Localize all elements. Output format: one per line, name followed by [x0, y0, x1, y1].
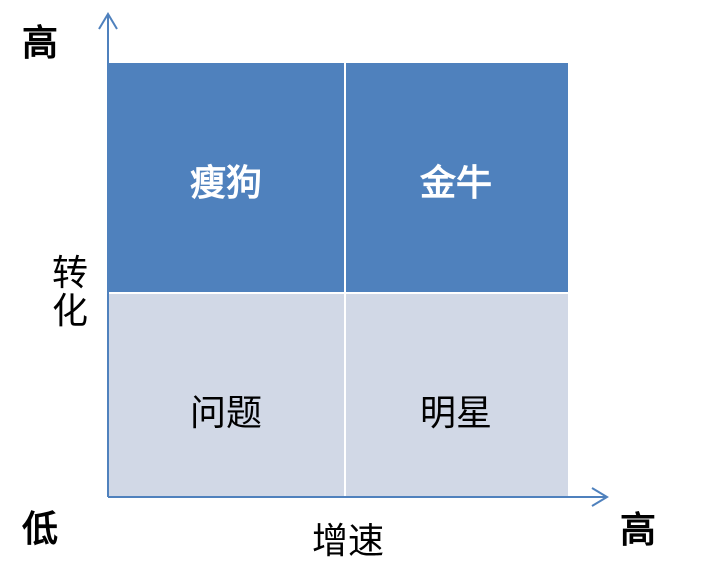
quadrant-bottom-right-label: 明星 [419, 393, 492, 434]
origin-low-label: 低 [22, 509, 59, 550]
quadrant-top-left-box [108, 63, 344, 292]
quadrant-bottom-left-box [108, 294, 344, 497]
x-axis-title: 增速 [312, 521, 385, 562]
quadrant-top-right-label: 金牛 [419, 163, 492, 204]
quadrant-top-left-label: 瘦狗 [189, 163, 262, 204]
quadrant-bottom-right-box [346, 294, 568, 497]
x-axis-high-label: 高 [620, 510, 657, 551]
quadrant-bottom-left-label: 问题 [189, 393, 262, 434]
y-axis-high-label: 高 [22, 23, 59, 64]
y-axis-arrowhead [98, 12, 118, 30]
y-axis-title: 转化 [52, 253, 89, 332]
quadrant-top-right-box [346, 63, 568, 292]
x-axis-arrowhead [591, 487, 609, 507]
